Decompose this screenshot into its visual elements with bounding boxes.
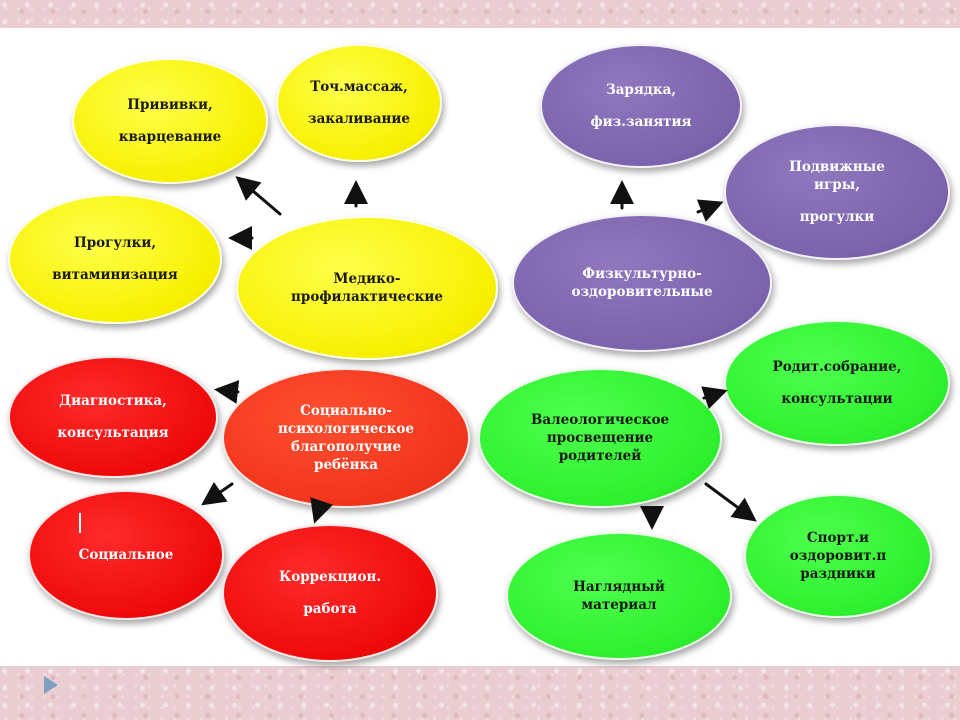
node-massage-line-2: закаливание <box>307 111 410 127</box>
node-walks: Прогулки, витаминизация <box>8 194 222 324</box>
node-social-psychological-line-2: психологическое <box>277 420 414 437</box>
node-medical-preventive-line-1: Медико- <box>333 270 401 287</box>
node-walks-line-2: витаминизация <box>52 267 178 283</box>
node-visual-material-line-2: материал <box>581 597 657 613</box>
node-exercise-line-1: Зарядка, <box>605 81 677 98</box>
decorative-bottom-band <box>0 666 960 720</box>
node-visual-material-line-1: Наглядный <box>573 578 665 595</box>
node-diagnostics-line-2: консультация <box>57 425 169 441</box>
node-sport-holidays-line-1: Спорт.и <box>806 529 870 546</box>
node-walks-line-1: Прогулки, <box>73 234 157 251</box>
node-outdoor-games-line-2: игры, <box>814 176 860 193</box>
node-social-psychological-line-1: Социально- <box>300 402 392 419</box>
node-parent-meeting-line-1: Родит.собрание, <box>772 358 902 375</box>
node-correction: Коррекцион. работа <box>222 524 438 662</box>
node-social: Социальное <box>28 490 224 620</box>
node-parent-meeting-line-2: консультации <box>781 391 893 407</box>
node-sport-holidays-line-3: раздники <box>800 566 876 583</box>
node-physical-health-line-2: оздоровительные <box>571 284 713 300</box>
node-medical-preventive-line-2: профилактические <box>291 289 443 305</box>
node-outdoor-games: Подвижные игры, прогулки <box>724 124 950 260</box>
node-exercise-line-2: физ.занятия <box>590 114 692 130</box>
node-visual-material: Наглядный материал <box>506 532 732 660</box>
node-social-line-1: Социальное <box>78 546 174 563</box>
decorative-top-band <box>0 0 960 28</box>
text-cursor-mark <box>79 513 81 533</box>
node-social-psychological-line-3: благополучие <box>290 439 402 455</box>
node-valeological-education: Валеологическое просвещение родителей <box>478 368 722 508</box>
node-valeological-education-line-2: просвещение <box>546 429 654 446</box>
node-social-psychological-line-4: ребёнка <box>314 457 378 474</box>
node-social-psychological: Социально- психологическое благополучие … <box>222 368 470 508</box>
node-correction-line-2: работа <box>303 601 357 617</box>
node-parent-meeting: Родит.собрание, консультации <box>724 320 950 446</box>
node-medical-preventive: Медико- профилактические <box>236 216 498 360</box>
node-massage: Точ.массаж, закаливание <box>276 44 442 162</box>
node-outdoor-games-line-3: прогулки <box>799 209 875 226</box>
node-vaccinations-line-1: Прививки, <box>127 96 213 113</box>
node-diagnostics-line-1: Диагностика, <box>59 392 167 409</box>
node-sport-holidays-line-2: оздоровит.п <box>789 547 887 564</box>
node-massage-line-1: Точ.массаж, <box>310 78 408 95</box>
node-valeological-education-line-3: родителей <box>558 448 642 465</box>
node-outdoor-games-line-1: Подвижные <box>789 158 885 175</box>
node-vaccinations-line-2: кварцевание <box>118 129 222 145</box>
node-correction-line-1: Коррекцион. <box>278 568 382 585</box>
node-physical-health: Физкультурно- оздоровительные <box>512 214 772 352</box>
node-vaccinations: Прививки, кварцевание <box>72 58 268 184</box>
node-physical-health-line-1: Физкультурно- <box>582 265 702 282</box>
node-exercise: Зарядка, физ.занятия <box>540 44 742 168</box>
play-icon[interactable] <box>44 676 58 694</box>
node-valeological-education-line-1: Валеологическое <box>530 411 670 428</box>
node-diagnostics: Диагностика, консультация <box>8 356 218 478</box>
node-sport-holidays: Спорт.и оздоровит.п раздники <box>744 494 932 618</box>
